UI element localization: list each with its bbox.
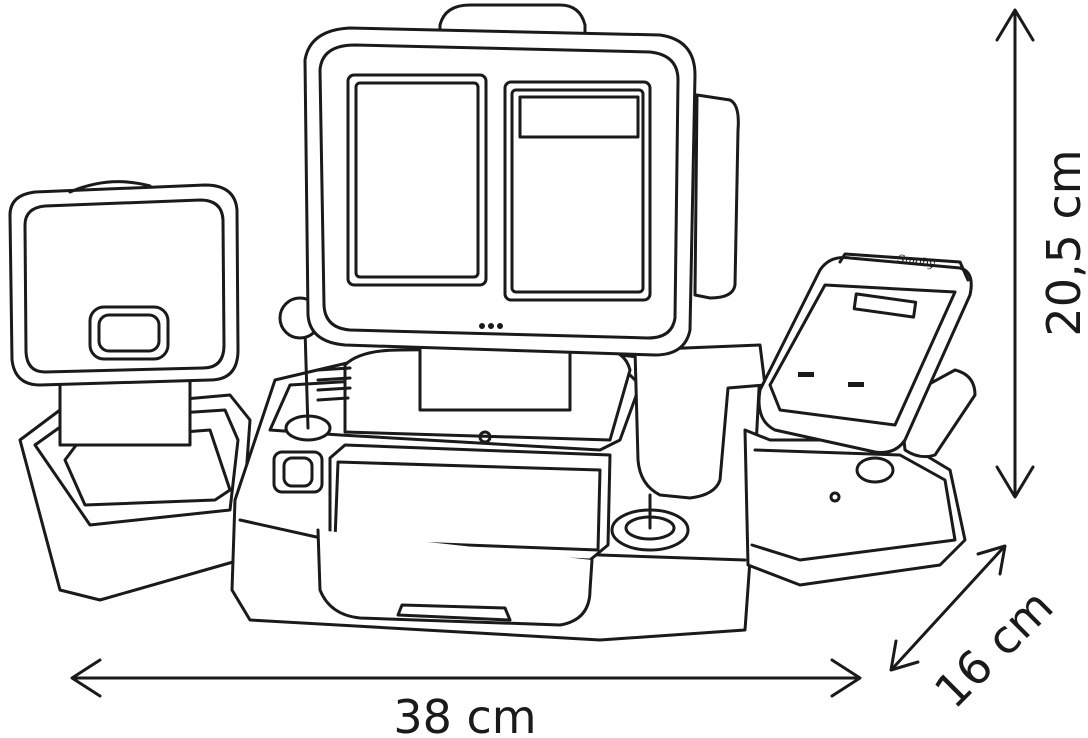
telephone-handset: [633, 343, 767, 500]
screen-left-panel: [346, 73, 488, 287]
cash-drawer: [316, 528, 594, 627]
screen-right-panel: [503, 80, 652, 302]
width-arrow: [70, 658, 862, 698]
depth-label: 16 cm: [924, 579, 1063, 718]
height-label: 20,5 cm: [1037, 149, 1088, 336]
drawer-handle: [396, 603, 512, 622]
depth-arrow: [889, 544, 1007, 672]
scanner-head: [8, 183, 240, 387]
register-body: [230, 296, 767, 642]
left-scanner: [8, 180, 252, 602]
scanner-window: [88, 305, 170, 361]
height-arrow: [995, 8, 1035, 499]
register-screen: [303, 3, 740, 412]
width-label: 38 cm: [393, 690, 536, 738]
brand-logo: Smoby: [896, 252, 936, 270]
card-terminal: Smoby: [743, 252, 977, 587]
